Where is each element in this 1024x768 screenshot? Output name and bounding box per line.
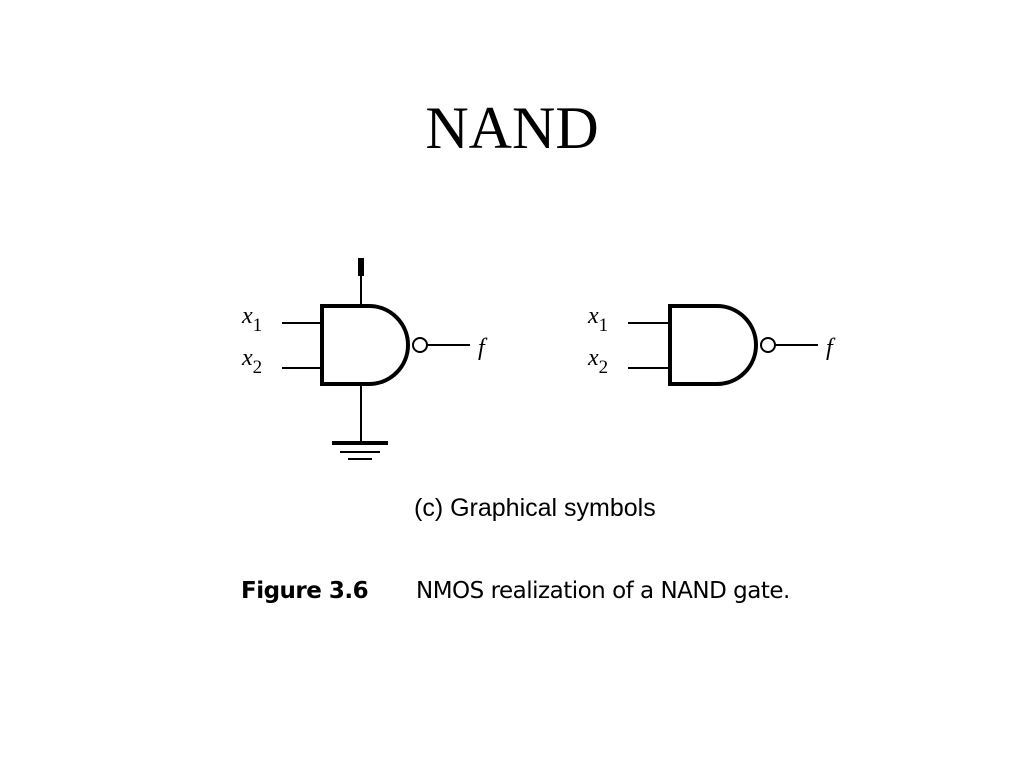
input-label-x2-left: x2 xyxy=(241,345,262,378)
input-label-x1-left: x1 xyxy=(241,303,262,336)
gate-body-left xyxy=(320,304,410,386)
figure-caption: NMOS realization of a NAND gate. xyxy=(416,578,790,604)
figure-label: Figure 3.6 xyxy=(241,578,369,604)
gate-body-right xyxy=(668,304,758,386)
output-label-left: f xyxy=(478,335,488,361)
vdd-terminal xyxy=(358,258,364,276)
nand-gate-with-supply: x1 x2 f xyxy=(241,258,488,460)
nand-gate-symbol: x1 x2 f xyxy=(587,303,836,386)
slide-title: NAND xyxy=(425,95,599,161)
output-label-right: f xyxy=(826,335,836,361)
subcaption: (c) Graphical symbols xyxy=(414,494,656,522)
input-label-x1-right: x1 xyxy=(587,303,608,336)
ground-icon xyxy=(332,441,388,460)
inversion-bubble-left xyxy=(412,337,428,353)
inversion-bubble-right xyxy=(760,337,776,353)
input-label-x2-right: x2 xyxy=(587,345,608,378)
